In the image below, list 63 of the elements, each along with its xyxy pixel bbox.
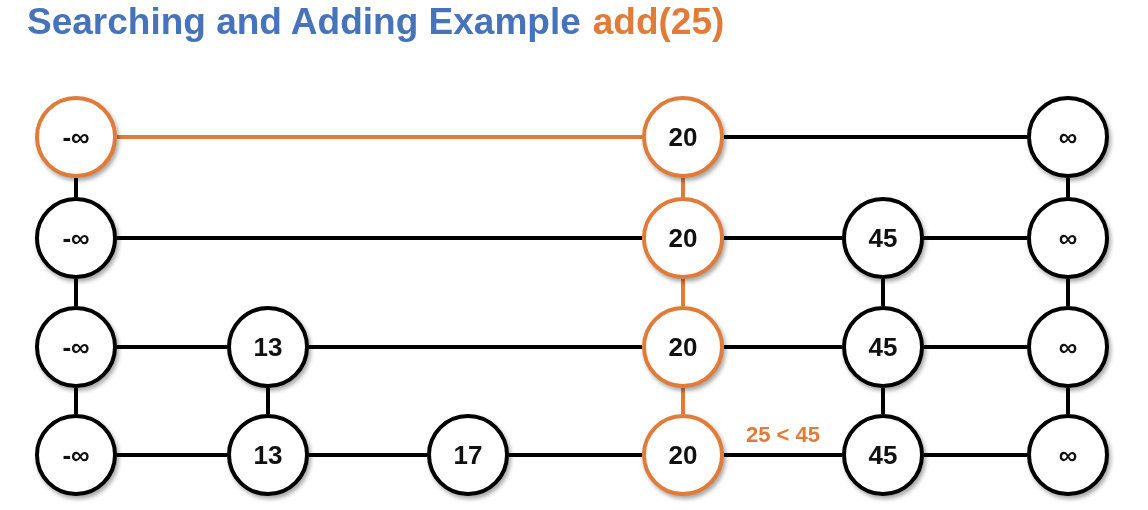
connector-line: [117, 453, 227, 457]
connector-line: [924, 236, 1027, 240]
connector-line: [309, 345, 642, 349]
connector-line: [1066, 178, 1070, 197]
connector-line: [117, 135, 642, 139]
connector-line: [117, 236, 642, 240]
node-circle: [35, 414, 117, 496]
node-value: 45: [868, 334, 898, 360]
node-circle: [642, 197, 724, 279]
connector-line: [266, 388, 270, 414]
connector-line: [924, 453, 1027, 457]
node-circle: [642, 96, 724, 178]
node-value: -∞: [62, 334, 90, 360]
node-value: ∞: [1058, 334, 1078, 360]
node-value: ∞: [1058, 442, 1078, 468]
connector-line: [681, 279, 685, 306]
node-circle: [842, 306, 924, 388]
node-value: 20: [668, 124, 698, 150]
connector-line: [1066, 388, 1070, 414]
connector-line: [74, 388, 78, 414]
operation-label: add(25): [592, 0, 725, 44]
node-value: -∞: [62, 442, 90, 468]
node-circle: [227, 306, 309, 388]
node-circle: [1027, 414, 1109, 496]
node-value: ∞: [1058, 225, 1078, 251]
node-value: 17: [453, 442, 483, 468]
node-value: 45: [868, 225, 898, 251]
node-value: 20: [668, 225, 698, 251]
node-circle: [842, 414, 924, 496]
node-value: ∞: [1058, 124, 1078, 150]
node-circle: [1027, 96, 1109, 178]
connector-line: [74, 279, 78, 306]
node-value: 45: [868, 442, 898, 468]
connector-line: [881, 279, 885, 306]
node-circle: [227, 414, 309, 496]
node-value: -∞: [62, 124, 90, 150]
connector-line: [309, 453, 427, 457]
connector-line: [681, 178, 685, 197]
node-circle: [842, 197, 924, 279]
node-value: -∞: [62, 225, 90, 251]
node-value: 20: [668, 334, 698, 360]
connector-line: [924, 345, 1027, 349]
connector-line: [509, 453, 642, 457]
node-circle: [1027, 306, 1109, 388]
node-value: 13: [253, 334, 283, 360]
node-circle: [35, 96, 117, 178]
connector-line: [724, 236, 842, 240]
connector-line: [881, 388, 885, 414]
connector-line: [724, 135, 1027, 139]
node-circle: [1027, 197, 1109, 279]
node-circle: [642, 306, 724, 388]
connector-line: [681, 388, 685, 414]
connector-line: [724, 453, 842, 457]
node-circle: [642, 414, 724, 496]
connector-line: [724, 345, 842, 349]
node-value: 20: [668, 442, 698, 468]
connector-line: [117, 345, 227, 349]
node-circle: [427, 414, 509, 496]
node-circle: [35, 306, 117, 388]
title: Searching and Adding Example: [27, 0, 581, 44]
connector-line: [1066, 279, 1070, 306]
node-value: 13: [253, 442, 283, 468]
node-circle: [35, 197, 117, 279]
